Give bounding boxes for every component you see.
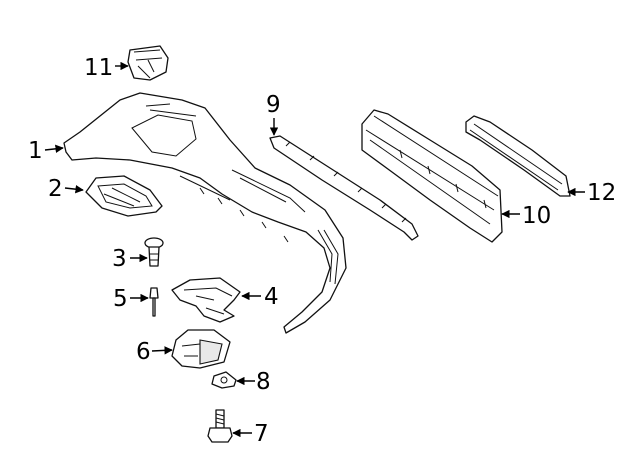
callout-4: 4 (264, 284, 279, 310)
callout-10: 10 (522, 203, 551, 229)
part-bumper-cover (63, 92, 347, 334)
callout-9: 9 (266, 92, 281, 118)
part-bracket-upper (127, 45, 169, 81)
callout-5: 5 (113, 286, 128, 312)
callout-12: 12 (587, 180, 616, 206)
callout-8: 8 (256, 369, 271, 395)
part-trim-strip (269, 135, 419, 241)
part-sensor-housing (171, 329, 231, 369)
callout-3: 3 (112, 246, 127, 272)
part-nut-clip (211, 371, 237, 389)
callout-2: 2 (48, 176, 63, 202)
part-rivet (149, 287, 159, 317)
callout-7: 7 (254, 421, 269, 447)
part-grille-insert (85, 175, 163, 217)
part-reinforcement-beam (361, 109, 503, 243)
callout-labels: 11 1 2 3 5 4 6 8 7 9 10 12 (28, 55, 616, 447)
callout-11: 11 (84, 55, 113, 81)
callout-6: 6 (136, 339, 151, 365)
leader-lines (44, 61, 585, 438)
part-mounting-bracket (171, 277, 241, 323)
part-push-clip (144, 237, 164, 267)
part-bolt (207, 409, 233, 443)
callout-1: 1 (28, 138, 43, 164)
